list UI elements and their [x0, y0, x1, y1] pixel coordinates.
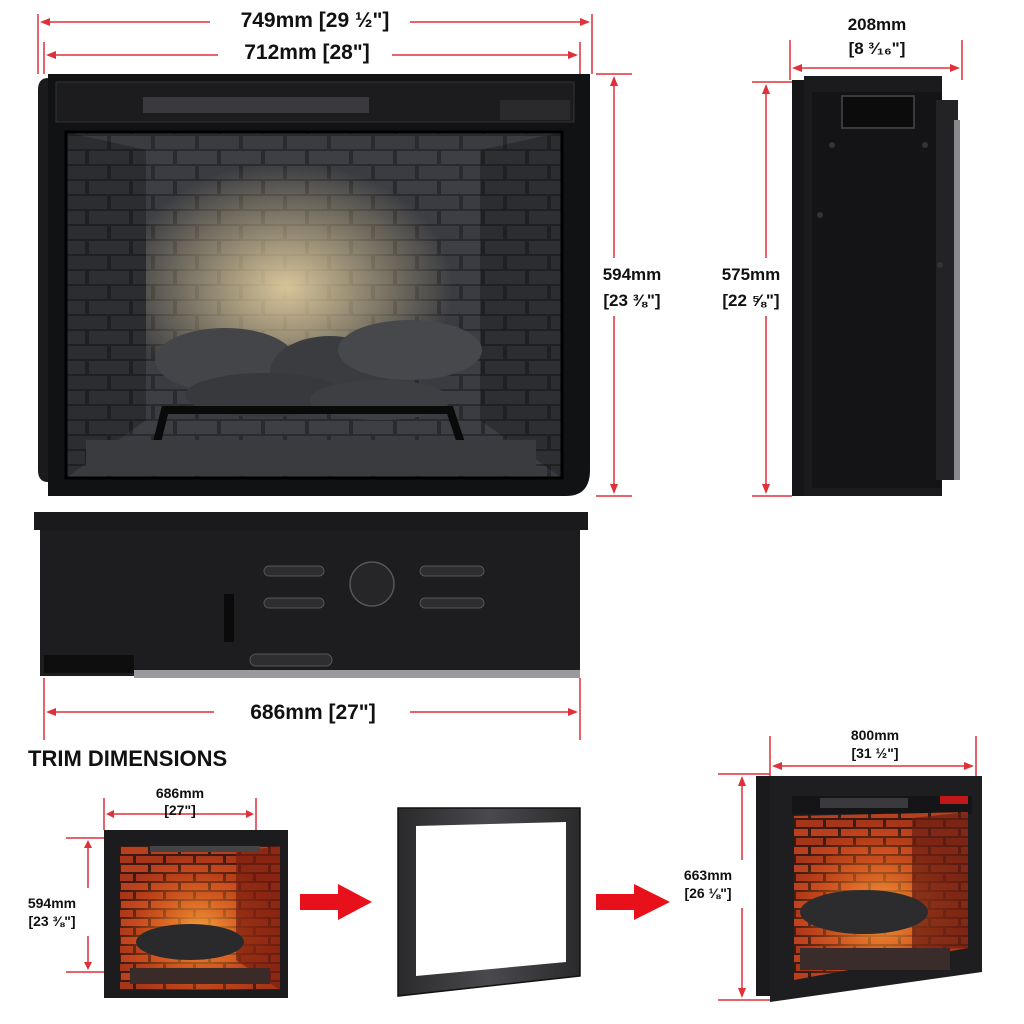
trim-arrow-2 [596, 884, 670, 920]
front-dimension-lines [37, 14, 632, 497]
trim-unit-height-imperial: [23 ⅜"] [28, 913, 76, 929]
trim-final-height-imperial: [26 ⅛"] [684, 885, 732, 901]
trim-final-width-value: 800mm [850, 727, 900, 743]
side-depth-imperial: [8 ³⁄₁₆"] [848, 39, 906, 58]
trim-unit-width-value: 686mm [155, 785, 205, 801]
side-height-imperial: [22 ⅝"] [722, 291, 780, 310]
side-view-fireplace [792, 76, 960, 496]
side-height-value: 575mm [721, 265, 781, 284]
top-width-label: 686mm [27"] [250, 701, 376, 724]
front-inner-width-label: 712mm [28"] [244, 41, 370, 64]
side-depth-value: 208mm [847, 15, 907, 34]
trim-final-height-value: 663mm [683, 867, 733, 883]
front-height-imperial: [23 ⅜"] [603, 291, 661, 310]
trim-unit-dimension-lines [66, 798, 257, 973]
top-dimension-lines [43, 678, 581, 740]
trim-final-width-imperial: [31 ½"] [851, 745, 899, 761]
front-view-fireplace [38, 74, 590, 496]
front-outer-width-label: 749mm [29 ½"] [240, 9, 390, 32]
trim-unit-image [104, 830, 288, 998]
top-view-fireplace [34, 512, 588, 678]
trim-unit-width-imperial: [27"] [164, 802, 196, 818]
front-height-value: 594mm [602, 265, 662, 284]
trim-final-image [756, 776, 982, 1002]
trim-frame-image [397, 807, 581, 997]
trim-dimensions-heading: TRIM DIMENSIONS [28, 746, 228, 771]
trim-arrow-1 [300, 884, 372, 920]
trim-final-dimension-lines [718, 736, 977, 1001]
side-dimension-lines [752, 40, 963, 497]
trim-unit-height-value: 594mm [27, 895, 77, 911]
